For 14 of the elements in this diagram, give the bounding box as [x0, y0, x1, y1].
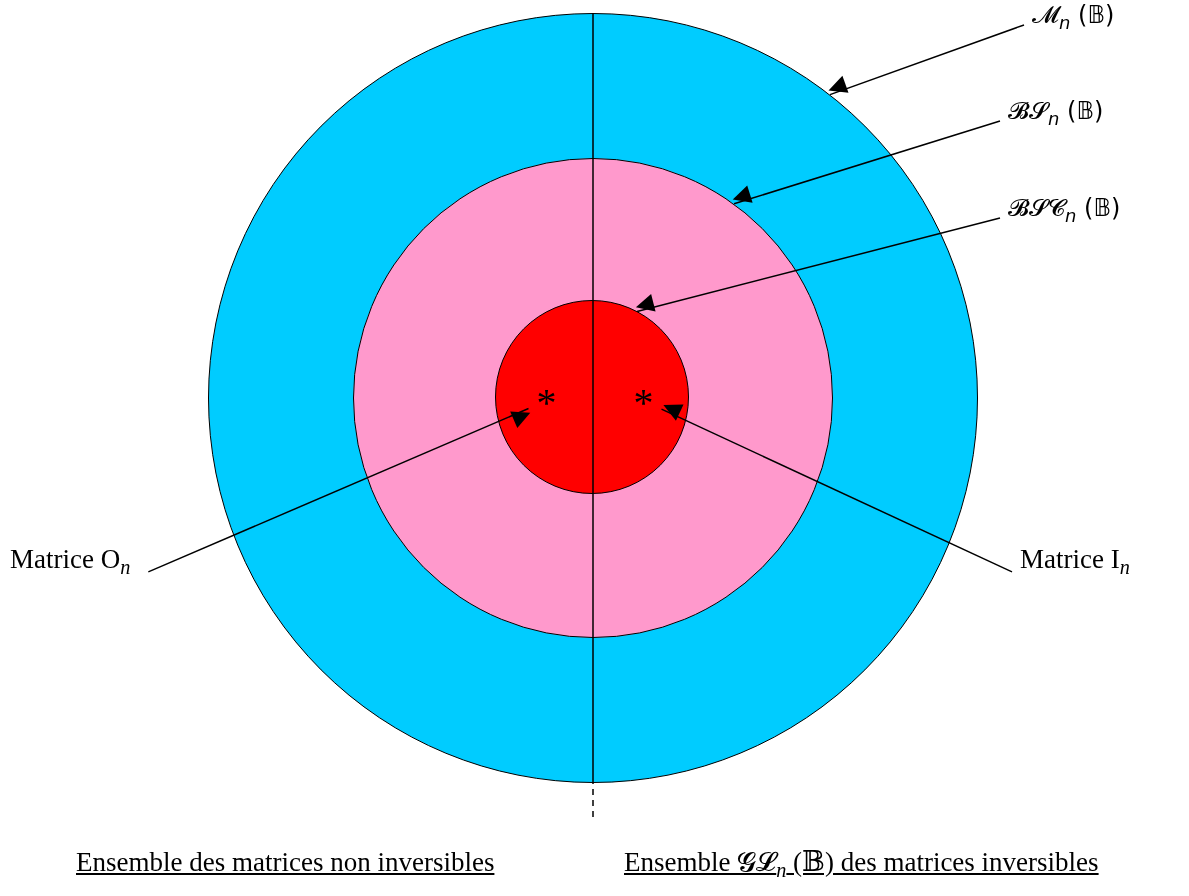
asterisk-mark: * — [528, 382, 565, 423]
arrow — [660, 404, 1013, 573]
asterisk-mark: * — [625, 382, 662, 423]
set-label: 𝓑𝓢𝓒$_{n}$ (𝔹) — [1008, 195, 1121, 226]
set-label: 𝓜$_{n}$ (𝔹) — [1032, 2, 1115, 33]
set-label: 𝓑𝓢$_{n}$ (𝔹) — [1008, 98, 1104, 129]
arrow — [828, 24, 1025, 96]
caption-text: Ensemble 𝓖𝓛$_{n}$ (𝔹) des matrices inversibles — [624, 848, 1099, 882]
arrow — [635, 217, 1001, 313]
arrow — [147, 407, 531, 573]
caption-text: Ensemble des matrices non inversibles — [76, 848, 495, 878]
set-label: Matrice O$_{n}$ — [10, 545, 131, 579]
set-label: Matrice I$_{n}$ — [1020, 545, 1130, 579]
arrow — [732, 120, 1001, 205]
